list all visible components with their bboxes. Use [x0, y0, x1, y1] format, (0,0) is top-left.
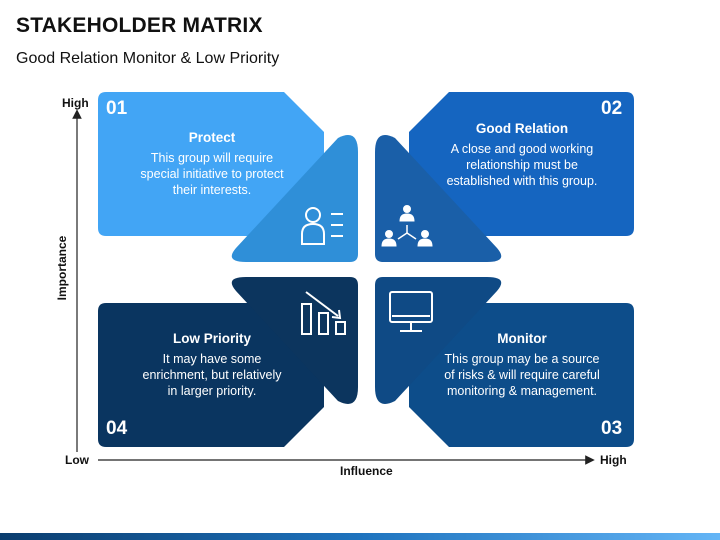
- page-subtitle: Good Relation Monitor & Low Priority: [16, 50, 280, 67]
- x-axis-low-label: Low: [65, 453, 89, 467]
- quadrant-low-priority-card: [98, 303, 324, 447]
- footer-bar: [0, 533, 720, 540]
- quadrant-good-relation-title: Good Relation: [475, 121, 569, 136]
- quadrant-protect-text: Protect This group will require special …: [136, 130, 288, 198]
- quadrant-monitor-description: This group may be a source of risks & wi…: [444, 352, 600, 398]
- y-axis-label: Importance: [55, 235, 69, 301]
- triangle-protect: [231, 135, 358, 262]
- declining-chart-icon: [301, 291, 346, 335]
- quadrant-low-priority-title: Low Priority: [172, 331, 251, 346]
- x-axis-label: Influence: [340, 464, 393, 478]
- x-axis-high-label: High: [600, 453, 627, 467]
- quadrant-number-03: 03: [601, 418, 623, 439]
- page-title: STAKEHOLDER MATRIX: [16, 14, 263, 37]
- triangle-monitor: [375, 277, 502, 404]
- triangle-low-priority: [231, 277, 358, 404]
- user-list-icon: [301, 207, 343, 245]
- monitor-icon: [389, 291, 433, 332]
- quadrant-good-relation-description: A close and good working relationship mu…: [446, 142, 598, 188]
- quadrant-good-relation-card: [409, 92, 634, 236]
- quadrant-monitor-card: [409, 303, 634, 447]
- quadrant-protect-title: Protect: [188, 130, 236, 145]
- quadrant-monitor-title: Monitor: [497, 331, 547, 346]
- y-axis-high-label: High: [62, 96, 89, 110]
- team-network-icon: [381, 205, 433, 247]
- quadrant-protect-description: This group will require special initiati…: [140, 151, 284, 197]
- quadrant-monitor-text: Monitor This group may be a source of ri…: [442, 331, 602, 399]
- quadrant-low-priority-description: It may have some enrichment, but relativ…: [142, 352, 282, 398]
- quadrant-number-01: 01: [106, 98, 128, 119]
- quadrant-good-relation-text: Good Relation A close and good working r…: [444, 121, 600, 189]
- quadrant-protect-card: [98, 92, 324, 236]
- quadrant-number-02: 02: [601, 98, 623, 119]
- quadrant-number-04: 04: [106, 418, 128, 439]
- quadrant-low-priority-text: Low Priority It may have some enrichment…: [136, 331, 288, 399]
